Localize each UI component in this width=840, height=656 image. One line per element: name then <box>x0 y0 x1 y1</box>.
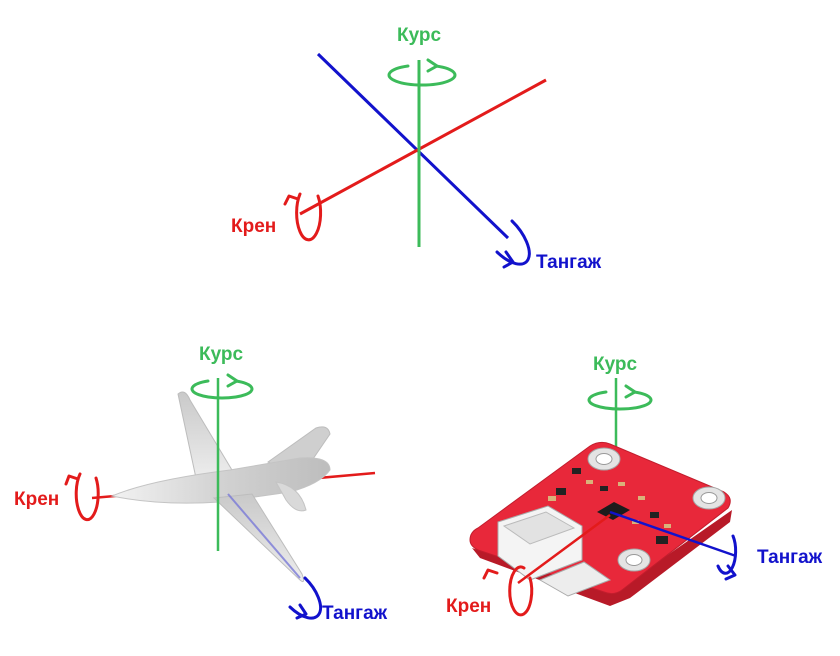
abstract-axes-diagram: Курс Крен Тангаж <box>231 25 602 273</box>
airplane-pitch-label: Тангаж <box>322 603 388 624</box>
rotation-arrow-icon <box>64 472 100 522</box>
board-pitch-axis <box>609 510 737 558</box>
board-yaw-label: Курс <box>593 354 638 375</box>
connector <box>497 505 612 597</box>
abstract-roll-label: Крен <box>231 216 276 237</box>
sensor-board-icon <box>469 441 732 606</box>
rotation-arrow-icon <box>482 565 534 617</box>
airplane-yaw-label: Курс <box>199 344 244 365</box>
rotation-arrow-icon <box>587 384 653 411</box>
abstract-pitch-axis <box>316 52 510 240</box>
sensor-chip <box>597 502 630 520</box>
abstract-roll-axis <box>299 78 547 216</box>
rotation-arrow-icon <box>190 373 254 400</box>
rotation-arrow-icon <box>716 534 738 581</box>
mounting-hole <box>692 486 726 510</box>
sensor-board-diagram: Курс Крен Тангаж <box>446 354 823 617</box>
mounting-hole <box>617 548 651 572</box>
airplane-icon <box>110 391 331 582</box>
abstract-pitch-label: Тангаж <box>536 252 602 273</box>
rotation-arrow-icon <box>283 192 323 242</box>
airplane-diagram: Курс Крен Тангаж <box>14 344 388 624</box>
rotation-arrow-icon <box>288 576 323 620</box>
airplane-pitch-axis <box>227 493 301 579</box>
rotation-arrow-icon <box>387 58 457 87</box>
board-roll-axis <box>517 513 611 585</box>
mounting-hole <box>587 447 621 471</box>
board-roll-label: Крен <box>446 596 491 617</box>
abstract-yaw-label: Курс <box>397 25 442 46</box>
airplane-roll-label: Крен <box>14 489 59 510</box>
rotation-arrow-icon <box>495 219 531 269</box>
board-pitch-label: Тангаж <box>757 547 823 568</box>
